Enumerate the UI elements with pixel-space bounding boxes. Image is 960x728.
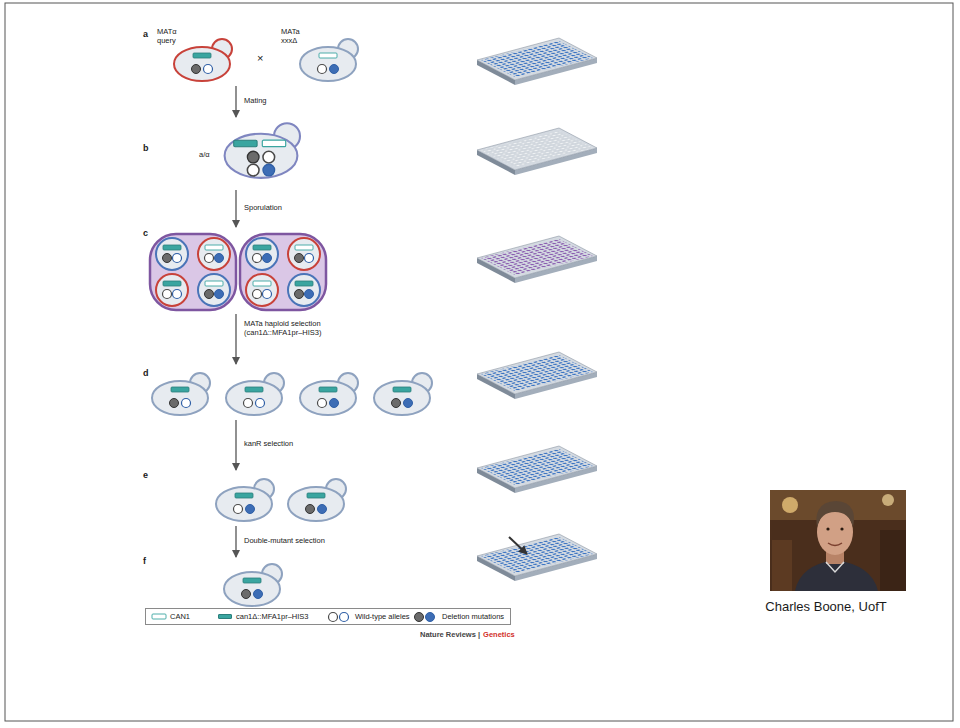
array-plate: [477, 236, 597, 283]
legend-swatch: [218, 614, 232, 619]
portrait-photo: [770, 490, 906, 591]
step-letter: a: [143, 29, 148, 40]
array-plate: [477, 128, 597, 175]
array-plate: [477, 38, 597, 85]
haploid-cell: [152, 373, 210, 415]
step-label: Double-mutant selection: [244, 536, 325, 545]
step-arrow: [235, 86, 236, 557]
legend-text: can1Δ::MFA1pr–HIS3: [236, 612, 309, 621]
haploid-cell: [374, 373, 432, 415]
step-letter: f: [143, 556, 146, 567]
step-label: kanR selection: [244, 439, 293, 448]
step-letter: e: [143, 470, 148, 481]
legend-text: Wild-type alleles: [355, 612, 410, 621]
ploidy-label: a/α: [199, 150, 210, 159]
legend-text: Deletion mutations: [442, 612, 504, 621]
step-label: Sporulation: [244, 203, 282, 212]
slide-frame: [5, 3, 953, 721]
diploid-cell: [225, 123, 300, 178]
deletion-cell: [300, 39, 358, 81]
photo-caption: Charles Boone, UofT: [728, 599, 924, 615]
array-plate: [477, 446, 597, 493]
double-mutant-cell: [224, 564, 282, 606]
haploid-cell: [288, 479, 346, 521]
array-plate: [477, 352, 597, 399]
tetrad-ascus: [150, 234, 236, 310]
step-letter: c: [143, 228, 148, 239]
legend-samples: [152, 613, 435, 622]
strain-label: MATa xxxΔ: [281, 27, 315, 46]
step-letter: b: [143, 143, 149, 154]
strain-label: MATα query: [157, 27, 187, 46]
step-label: MATa haploid selection (can1Δ::MFA1pr–HI…: [244, 319, 344, 338]
tetrad-ascus: [240, 234, 326, 310]
journal-credit: Genetics: [483, 630, 515, 639]
haploid-cell: [226, 373, 284, 415]
journal-credit: Nature Reviews |: [420, 630, 480, 639]
haploid-cell: [216, 479, 274, 521]
query-cell: [174, 39, 232, 81]
cross-symbol: ×: [257, 52, 263, 66]
array-plate: [477, 534, 597, 581]
step-label: Mating: [244, 96, 267, 105]
step-letter: d: [143, 368, 149, 379]
haploid-cell: [300, 373, 358, 415]
legend-text: CAN1: [170, 612, 190, 621]
pointer-arrow: [509, 537, 527, 554]
